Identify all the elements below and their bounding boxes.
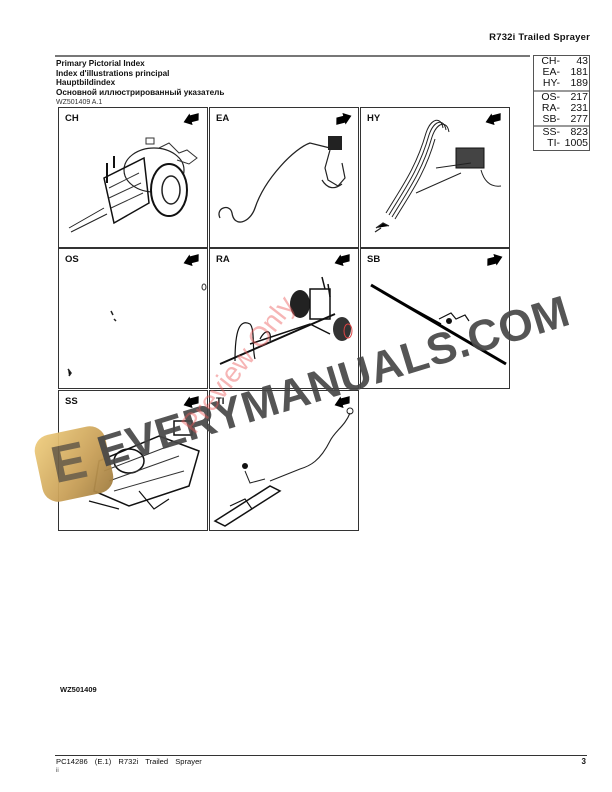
cell-os[interactable]: OS (58, 248, 208, 389)
tongue-hitch-illustration (213, 407, 354, 527)
footer-info: PC14286 (E.1) R732i Trailed Sprayer (56, 757, 202, 766)
footer-rule (55, 755, 587, 756)
index-row-sb[interactable]: SB-277 (534, 113, 589, 128)
cell-hy[interactable]: HY (360, 107, 510, 248)
cell-sb[interactable]: SB (360, 248, 510, 389)
doc-number: PC14286 (56, 757, 88, 766)
section-label: RA (216, 254, 230, 265)
small-parts-illustration (67, 283, 207, 377)
section-label: CH (65, 113, 79, 124)
section-label: EA (216, 113, 230, 124)
section-index-table: CH-43 EA-181 HY-189 OS-217 RA-231 SB-277… (533, 55, 590, 151)
spray-boom-illustration (370, 283, 507, 366)
arrow-left-icon (485, 113, 501, 125)
page-number: 3 (581, 757, 586, 766)
cell-ch[interactable]: CH (58, 107, 208, 248)
arrow-left-icon (183, 254, 199, 266)
title-de: Hauptbildindex (56, 78, 116, 88)
index-row-ch[interactable]: CH-43 (541, 55, 588, 67)
section-label: OS (65, 254, 79, 265)
arrow-left-icon (183, 396, 199, 408)
section-label: SB (367, 254, 381, 265)
section-label: TI (216, 396, 225, 407)
cell-ti[interactable]: TI (209, 390, 359, 531)
arrow-right-icon (487, 254, 503, 266)
index-row-os[interactable]: OS-217 (541, 90, 588, 103)
arrow-left-icon (183, 113, 199, 125)
section-label: SS (65, 396, 78, 407)
title-ru: Основной иллюстрированный указатель (56, 87, 225, 97)
document-title: R732i Trailed Sprayer (489, 32, 590, 43)
chassis-illustration (68, 137, 198, 233)
cell-ra[interactable]: RA (209, 248, 359, 389)
edition: (E.1) (94, 757, 112, 766)
figure-id: WZ501409 (60, 685, 97, 694)
index-row-hy[interactable]: HY-189 (534, 78, 589, 92)
rear-axle-illustration (219, 276, 353, 365)
cell-ea[interactable]: EA (209, 107, 359, 248)
spray-system-illustration (88, 420, 200, 510)
arrow-left-icon (334, 254, 350, 266)
hydraulic-hoses-illustration (374, 119, 502, 233)
index-row-ti[interactable]: TI-1005 (547, 137, 588, 150)
header-rule (55, 55, 530, 57)
electrical-harness-illustration (218, 136, 346, 223)
arrow-right-icon (336, 113, 352, 125)
arrow-left-icon (334, 396, 350, 408)
index-row-ra[interactable]: RA-231 (541, 101, 588, 114)
index-titles: Primary Pictorial Index Index d'illustra… (56, 59, 224, 97)
title-fr: Index d'illustrations principal (56, 68, 170, 78)
figure-reference: WZ501409 A.1 (56, 99, 103, 106)
index-row-ea[interactable]: EA-181 (542, 66, 588, 79)
footer-title: R732i Trailed Sprayer (118, 757, 202, 766)
footer-sub: ii (56, 768, 59, 774)
section-label: HY (367, 113, 381, 124)
title-en: Primary Pictorial Index (56, 59, 145, 68)
index-row-ss[interactable]: SS-823 (542, 126, 588, 139)
